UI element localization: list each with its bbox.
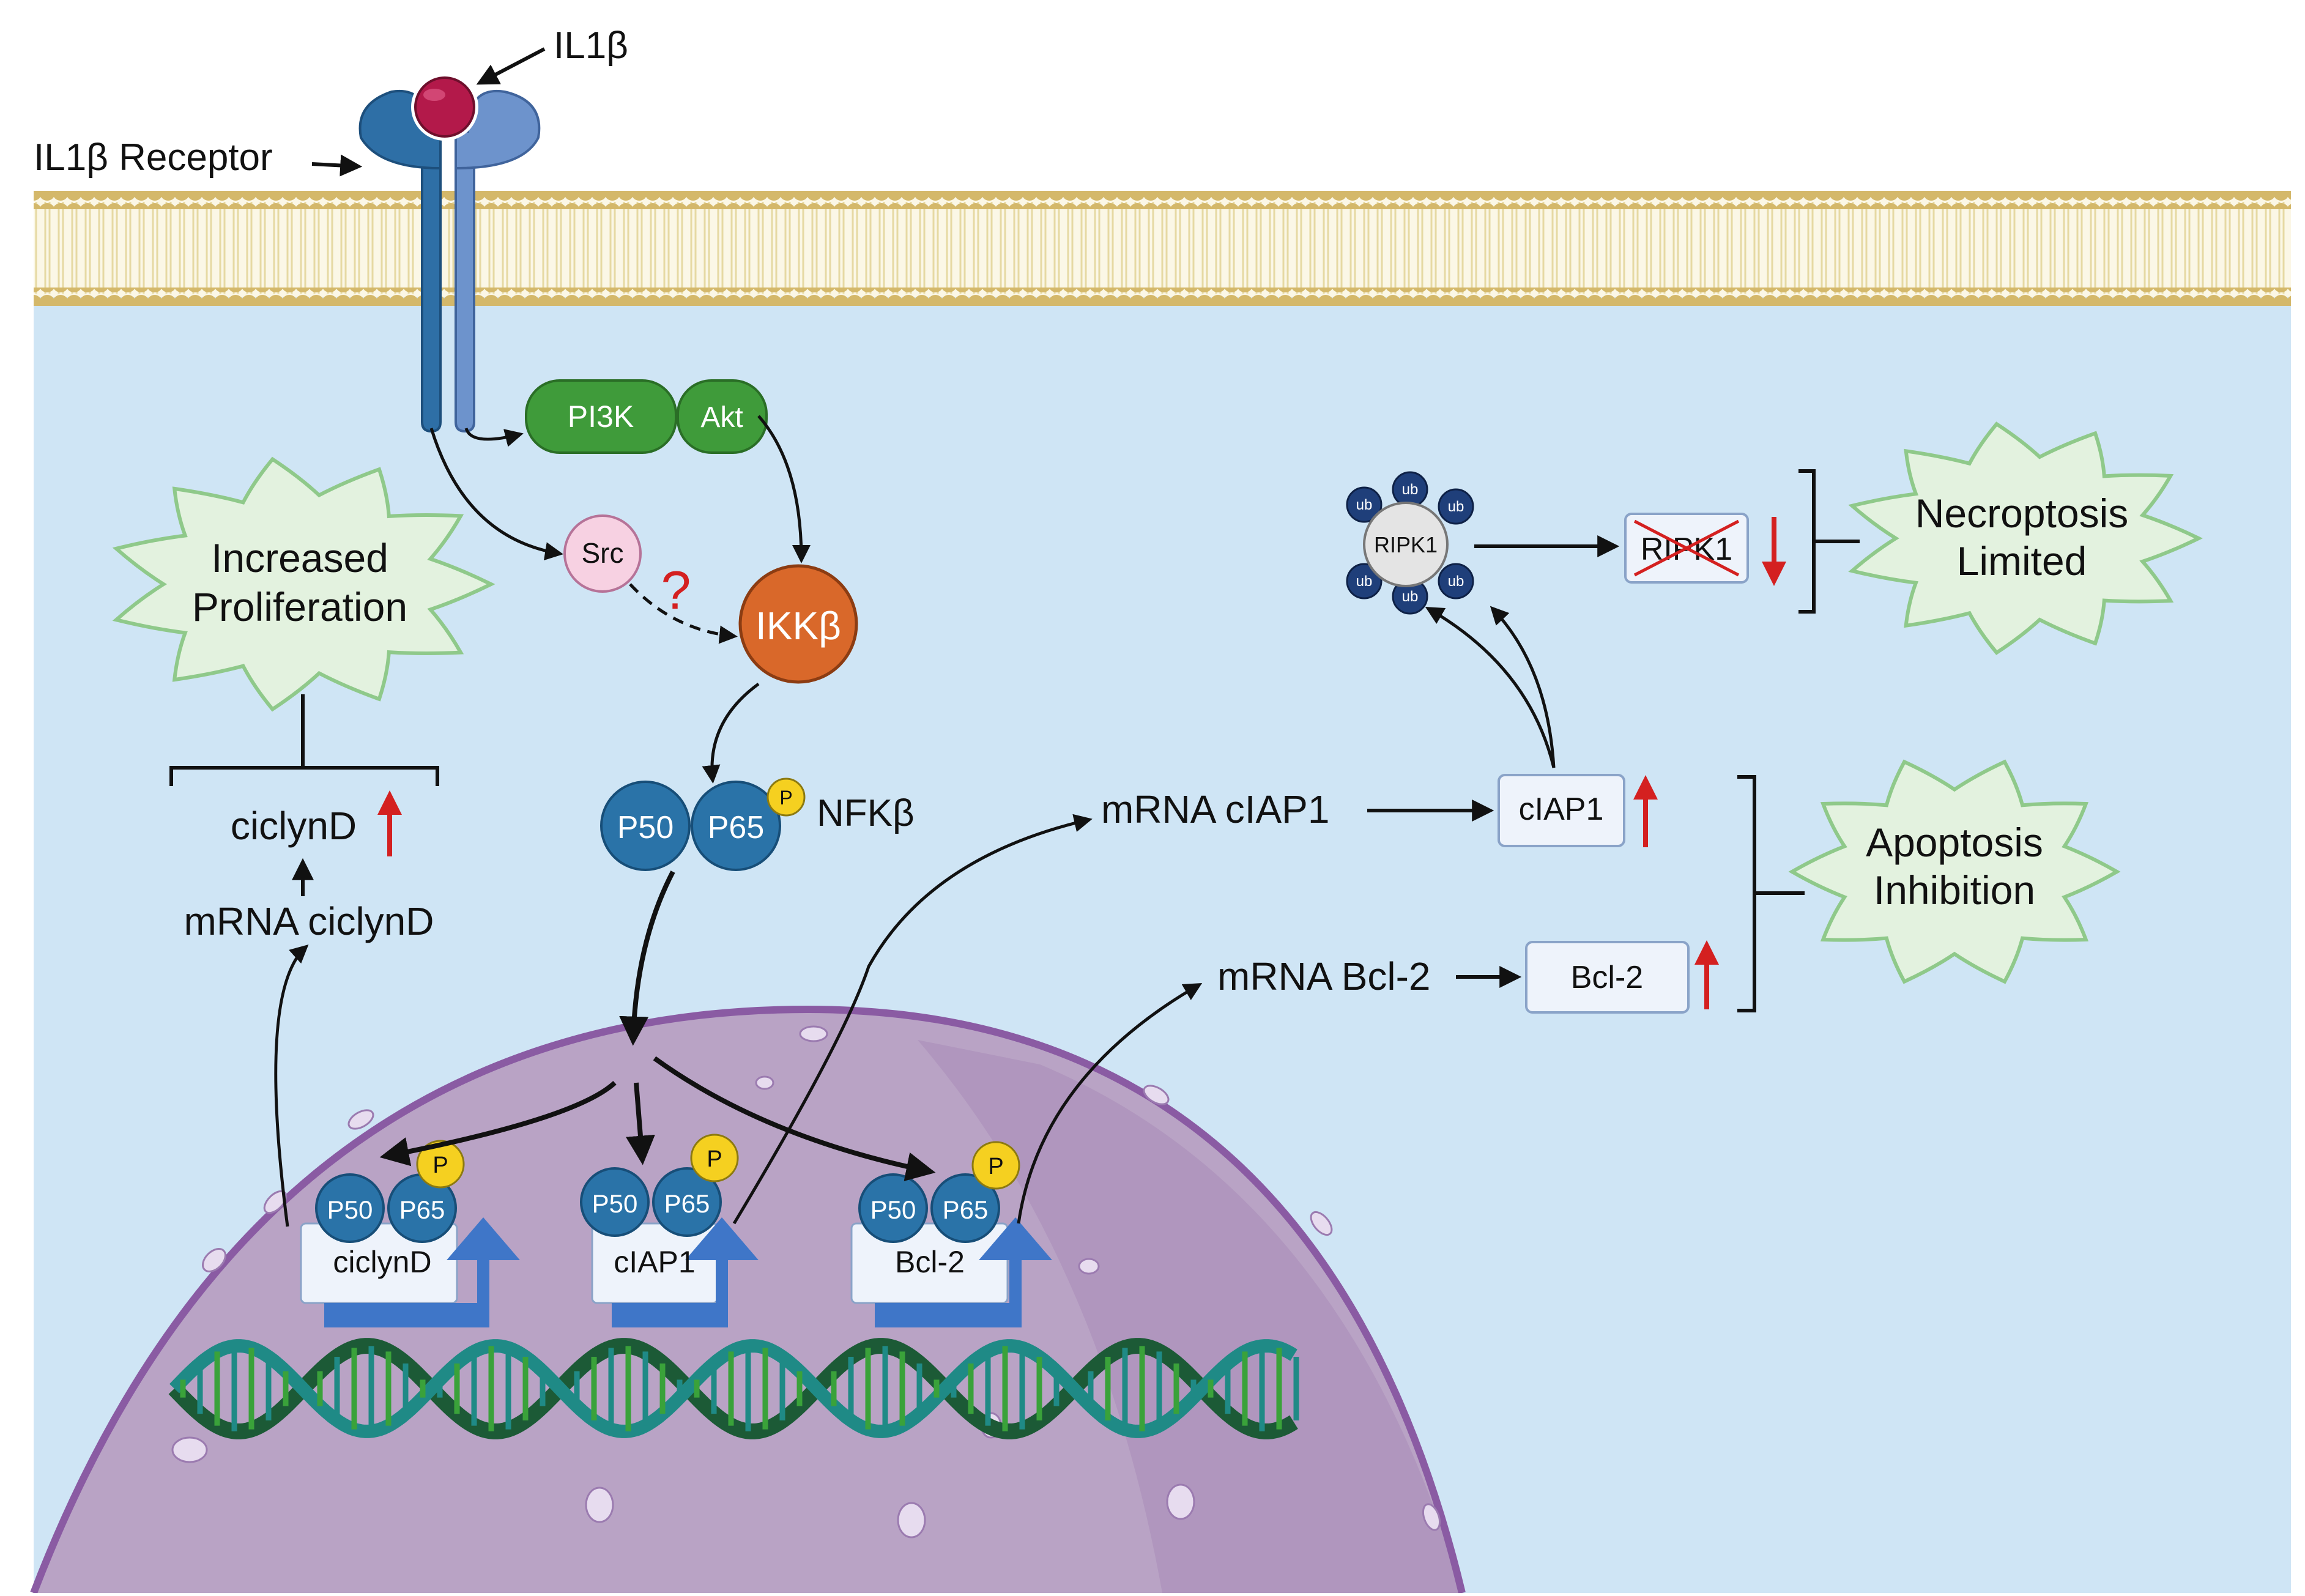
necroptosis-line2: Limited: [1957, 538, 2087, 584]
nfkb-label: NFKβ: [817, 792, 915, 834]
il1b-pointer: [476, 47, 546, 85]
necroptosis-line1: Necroptosis: [1915, 491, 2128, 536]
ubiquitin-label: ub: [1448, 499, 1464, 515]
signaling-arrows: [274, 415, 1556, 1227]
gene-bcl2-label: Bcl-2: [895, 1245, 965, 1279]
apoptosis-line2: Inhibition: [1874, 867, 2035, 913]
necroptosis-limited-blob: Necroptosis Limited: [1848, 421, 2203, 655]
p65-label: P65: [708, 810, 765, 845]
ubiquitinated-ripk1: ub ub ub ub ub ub RIPK1: [1346, 471, 1474, 615]
ikkb-node: IKKβ: [738, 564, 858, 684]
src-to-ikkb-arrow: [629, 583, 738, 644]
ubiquitin-icon: [1438, 563, 1474, 599]
p65-label: P65: [399, 1195, 445, 1224]
apoptosis-line1: Apoptosis: [1866, 820, 2043, 865]
pi3k-label: PI3K: [568, 399, 634, 434]
phospho-label: P: [988, 1154, 1003, 1179]
p50-label: P50: [327, 1195, 373, 1224]
akt-to-ikkb-arrow: [757, 415, 811, 563]
ripk1-core-label: RIPK1: [1374, 532, 1438, 557]
plasma-membrane: [34, 191, 2291, 306]
ciclynd-label: ciclynD: [231, 804, 357, 848]
p65-label: P65: [943, 1195, 989, 1224]
p65-label: P65: [664, 1189, 710, 1218]
nfkb-to-nucleus-arrow: [619, 870, 675, 1046]
ciclynd-gene-to-mrna-arrow: [274, 944, 309, 1227]
p50-label: P50: [592, 1189, 638, 1218]
ubiquitin-label: ub: [1402, 588, 1419, 605]
apoptosis-inhibition-blob: Apoptosis Inhibition: [1788, 759, 2121, 984]
ciap1-to-ripk1-arrow-a: [1425, 607, 1556, 768]
il1b-ligand: [411, 73, 478, 141]
ikkb-label: IKKβ: [755, 604, 841, 648]
increased-proliferation-line1: Increased: [211, 535, 388, 581]
phospho-label: P: [707, 1146, 722, 1172]
receptor-to-pi3k-arrow: [464, 428, 524, 447]
mrna-ciap1-label: mRNA cIAP1: [1101, 787, 1329, 831]
increased-proliferation-blob: Increased Proliferation: [112, 456, 496, 712]
ubiquitin-label: ub: [1356, 497, 1373, 513]
ciap1-gene-to-mrna-arrow: [732, 814, 1093, 1225]
ubiquitin-icon: [1346, 486, 1383, 523]
mrna-bcl2-label: mRNA Bcl-2: [1217, 954, 1431, 998]
nucleus-to-ciclynd-gene-arrow: [379, 1081, 617, 1167]
bcl2-gene-to-mrna-arrow: [1017, 983, 1203, 1224]
receptor-pointer: [311, 154, 363, 177]
p50-label: P50: [617, 810, 674, 845]
increased-proliferation-line2: Proliferation: [192, 584, 407, 629]
ciap1-protein-box: cIAP1: [1498, 774, 1625, 847]
ubiquitin-icon: [1346, 563, 1383, 599]
il1b-receptor-label: IL1β Receptor: [34, 136, 273, 179]
pi3k-node: PI3K: [525, 379, 677, 454]
gene-ciap1-box: cIAP1: [591, 1217, 759, 1327]
mrna-ciclynd-label: mRNA ciclynD: [184, 899, 434, 943]
bcl2-protein-box: Bcl-2: [1525, 941, 1690, 1014]
ciap1-protein-label: cIAP1: [1519, 792, 1604, 827]
p50-label: P50: [870, 1195, 916, 1224]
akt-node: Akt: [677, 379, 768, 454]
gene-bcl2-box: Bcl-2: [850, 1217, 1052, 1327]
ubiquitin-label: ub: [1448, 573, 1464, 590]
nfkb-complex-ciclynd: P50 P65 P: [315, 1140, 465, 1243]
necroptosis-bracket: [1798, 469, 1860, 614]
question-mark: ?: [661, 560, 691, 620]
nfkb-complex-ciap1: P50 P65 P: [580, 1134, 739, 1237]
phospho-label: P: [779, 787, 792, 809]
receptor-to-src-arrow: [429, 428, 563, 560]
gene-ciap1-label: cIAP1: [614, 1245, 695, 1279]
src-label: Src: [582, 537, 624, 569]
gene-ciclynd-label: ciclynD: [333, 1245, 431, 1279]
ciap1-to-ripk1-arrow-b: [1490, 606, 1556, 768]
ubiquitin-icon: [1438, 488, 1474, 525]
ubiquitin-label: ub: [1402, 481, 1419, 498]
ubiquitin-label: ub: [1356, 573, 1373, 590]
bcl2-protein-label: Bcl-2: [1571, 960, 1643, 995]
nfkb-complex-bcl2: P50 P65 P: [858, 1141, 1020, 1243]
dna-helix: [168, 1338, 1299, 1439]
ripk1-degraded-box: RIPK1: [1624, 513, 1749, 584]
ikkb-to-nfkb-arrow: [702, 682, 760, 784]
akt-label: Akt: [700, 401, 743, 434]
nfkb-complex-cytoplasm: P50 P65 P: [600, 778, 806, 871]
il1b-label: IL1β: [554, 24, 628, 67]
gene-ciclynd-box: ciclynD: [300, 1217, 520, 1327]
nucleus-to-bcl2-gene-arrow: [653, 1056, 936, 1181]
nucleus-to-ciap1-gene-arrow: [626, 1082, 655, 1165]
phospho-label: P: [432, 1152, 448, 1178]
apoptosis-bracket: [1737, 775, 1805, 1012]
proliferation-bracket: [169, 694, 439, 786]
src-node: Src: [563, 514, 642, 593]
